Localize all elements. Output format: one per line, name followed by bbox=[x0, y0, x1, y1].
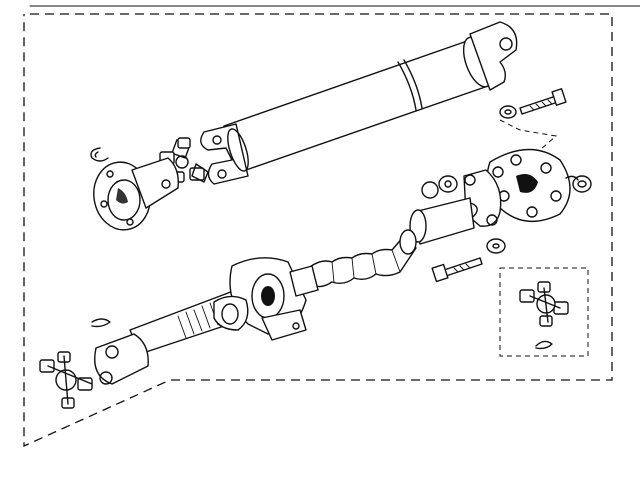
bolt-guide-dashes bbox=[499, 119, 558, 151]
coupling-flange bbox=[409, 169, 502, 245]
nut bbox=[421, 175, 592, 199]
bolt bbox=[519, 88, 567, 115]
rear-universal-joint bbox=[39, 333, 149, 409]
front-flange-yoke bbox=[93, 157, 179, 231]
bolt-lower bbox=[431, 257, 483, 283]
front-circlip bbox=[90, 147, 109, 162]
assembly-boundary bbox=[23, 13, 613, 448]
center-support-bearing bbox=[213, 257, 319, 341]
rubber-flexible-coupling bbox=[486, 148, 571, 223]
ujoint-kit-detail-boundary bbox=[499, 267, 589, 357]
front-propshaft-tube bbox=[200, 21, 518, 185]
rear-circlip bbox=[91, 318, 111, 328]
washer-lower bbox=[486, 238, 506, 254]
front-universal-joint bbox=[159, 137, 209, 183]
washer bbox=[499, 105, 517, 119]
ujoint-kit-detail bbox=[519, 281, 569, 350]
